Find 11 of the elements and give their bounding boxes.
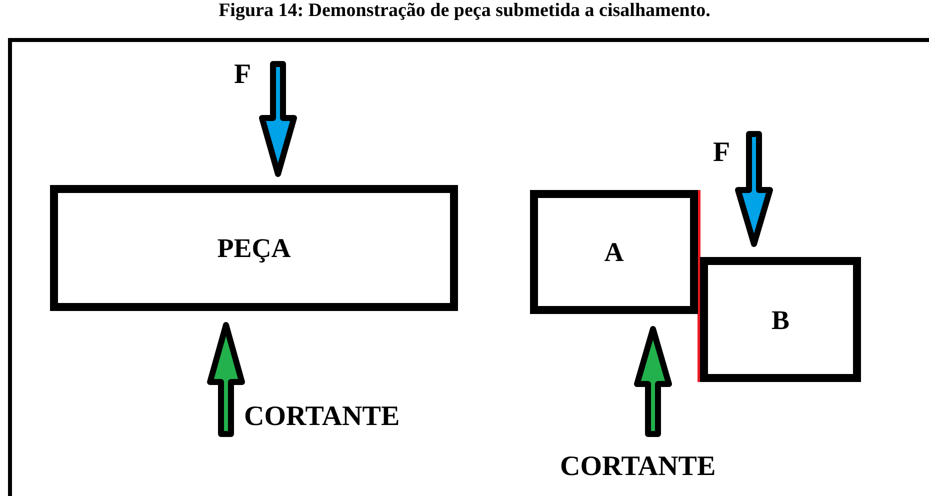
figure-title: Figura 14: Demonstração de peça submetida a cisalhamento.: [218, 0, 712, 22]
force-label: F: [234, 60, 252, 90]
force-label: CORTANTE: [244, 402, 400, 432]
part-block: [530, 190, 698, 314]
part-label: A: [604, 237, 624, 267]
part-label: B: [771, 304, 790, 334]
part-block: [700, 257, 861, 382]
force-label: F: [713, 138, 730, 168]
force-label: CORTANTE: [560, 452, 716, 482]
part-block: [50, 185, 458, 311]
part-label: PEÇA: [217, 233, 291, 263]
